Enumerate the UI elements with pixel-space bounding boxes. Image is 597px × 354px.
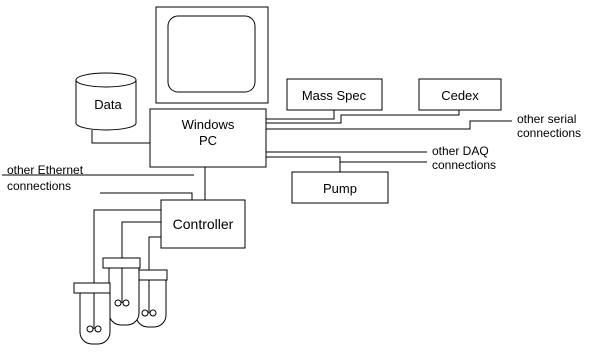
daq-connections (266, 151, 427, 172)
cedex-box (418, 78, 502, 111)
serial-connections-label-line1: other serial (517, 112, 576, 126)
ethernet-connections-label-line2: connections (7, 179, 71, 193)
serial-line-cedex (266, 110, 460, 124)
serial-line-other (266, 120, 512, 130)
daq-connections-label-line1: other DAQ (432, 144, 489, 158)
ethernet-connections (2, 167, 206, 200)
database-cylinder-icon (75, 72, 137, 131)
controller-to-reactor-1 (93, 209, 161, 283)
database-top (75, 72, 137, 88)
bioreactor-3-impeller-right (149, 309, 157, 317)
bioreactor-2-lid (102, 257, 141, 269)
monitor-screen (167, 15, 256, 93)
ethernet-line-controller (100, 192, 193, 200)
data-label: Data (94, 97, 122, 112)
controller-label: Controller (173, 216, 234, 232)
ethernet-connections-label-line1: other Ethernet (7, 163, 84, 177)
windows-pc-label-line1: Windows (182, 117, 235, 132)
serial-line-mass-spec (266, 110, 335, 120)
pump-box (291, 171, 389, 204)
bioreactor-2-impeller-left (114, 299, 122, 307)
bioreactor-3-impeller-left (141, 309, 149, 317)
controller-box (160, 199, 246, 249)
mass-spec-box (286, 78, 383, 111)
daq-line-upper-branch (266, 156, 427, 163)
data-pc-connector (91, 130, 150, 144)
controller-to-reactor-2 (121, 221, 161, 258)
cedex-label: Cedex (441, 88, 479, 103)
bioreactor-1-lid (73, 282, 111, 294)
pump-label: Pump (323, 181, 357, 196)
monitor-icon (155, 6, 269, 104)
bioreactor-1-impeller-left (86, 325, 94, 333)
database-body (75, 80, 137, 131)
windows-pc-label-line2: PC (199, 133, 217, 148)
bioreactor-1-impeller-right (94, 325, 102, 333)
daq-connections-label-line2: connections (432, 158, 496, 172)
controller-to-reactor-3 (148, 236, 161, 270)
serial-connections (266, 110, 512, 130)
bioreactor-3 (130, 269, 168, 328)
controller-bioreactor-connectors (93, 209, 161, 283)
serial-connections-label-line2: connections (517, 126, 581, 140)
bioreactor-1 (73, 282, 111, 345)
mass-spec-label: Mass Spec (302, 88, 367, 103)
windows-pc-box (149, 108, 267, 168)
bioreactor-2 (102, 257, 141, 326)
bioreactor-2-impeller-right (122, 299, 130, 307)
